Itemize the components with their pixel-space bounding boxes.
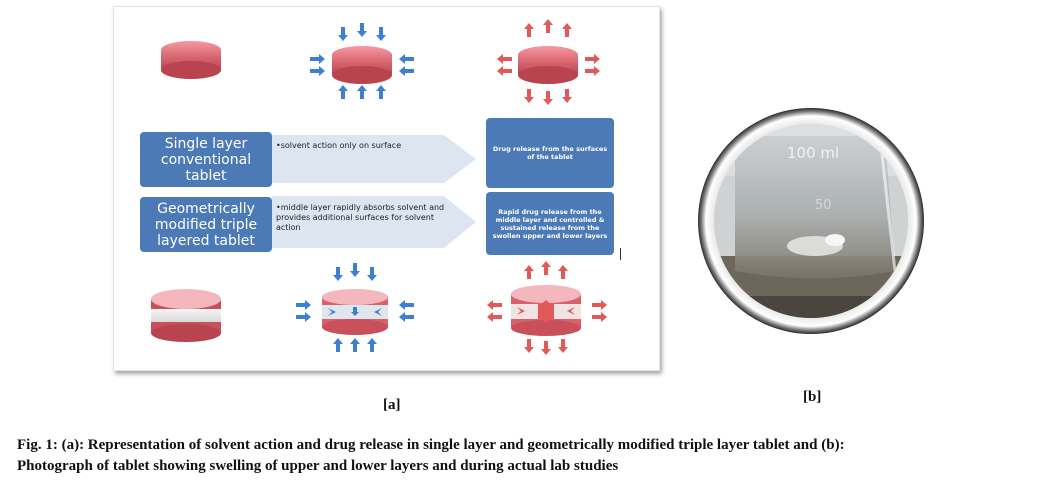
figure-panel-b: 100 ml 50 (695, 106, 927, 341)
single-layer-result: Drug release from the surfaces of the ta… (486, 118, 614, 188)
figure-panel-a: Single layer conventional tablet •solven… (113, 6, 660, 371)
arrow-in-icon (310, 23, 414, 99)
single-tablet-solvent (332, 46, 392, 84)
chevron-arrow-triple (272, 196, 476, 248)
caption-line-1: Fig. 1: (a): Representation of solvent a… (17, 437, 845, 453)
caption-line-2: Photograph of tablet showing swelling of… (17, 458, 619, 474)
triple-tablet-plain (151, 289, 221, 342)
single-layer-note: •solvent action only on surface (276, 141, 402, 150)
beaker-photo: 100 ml 50 (698, 108, 924, 334)
single-layer-label: Single layer conventional tablet (140, 132, 272, 187)
beaker-mark-mid: 50 (815, 198, 832, 213)
panel-a-label: [a] (383, 397, 401, 413)
single-tablet-plain (161, 41, 221, 79)
beaker-mark-top: 100 ml (787, 144, 839, 162)
panel-b-label: [b] (803, 389, 822, 405)
triple-layer-result: Rapid drug release from the middle layer… (486, 192, 614, 255)
triple-layer-note: •middle layer rapidly absorbs solvent an… (276, 203, 445, 232)
text-cursor (620, 248, 621, 260)
triple-layer-label: Geometrically modified triple layered ta… (140, 197, 272, 252)
arrow-out-icon (497, 19, 600, 105)
arrow-out-icon (487, 261, 607, 355)
figure-caption: Fig. 1: (a): Representation of solvent a… (17, 435, 1027, 477)
chevron-arrow-single (272, 135, 476, 183)
arrow-in-icon (296, 263, 414, 352)
single-tablet-release (518, 46, 578, 84)
panel-a-drawing (151, 19, 607, 355)
